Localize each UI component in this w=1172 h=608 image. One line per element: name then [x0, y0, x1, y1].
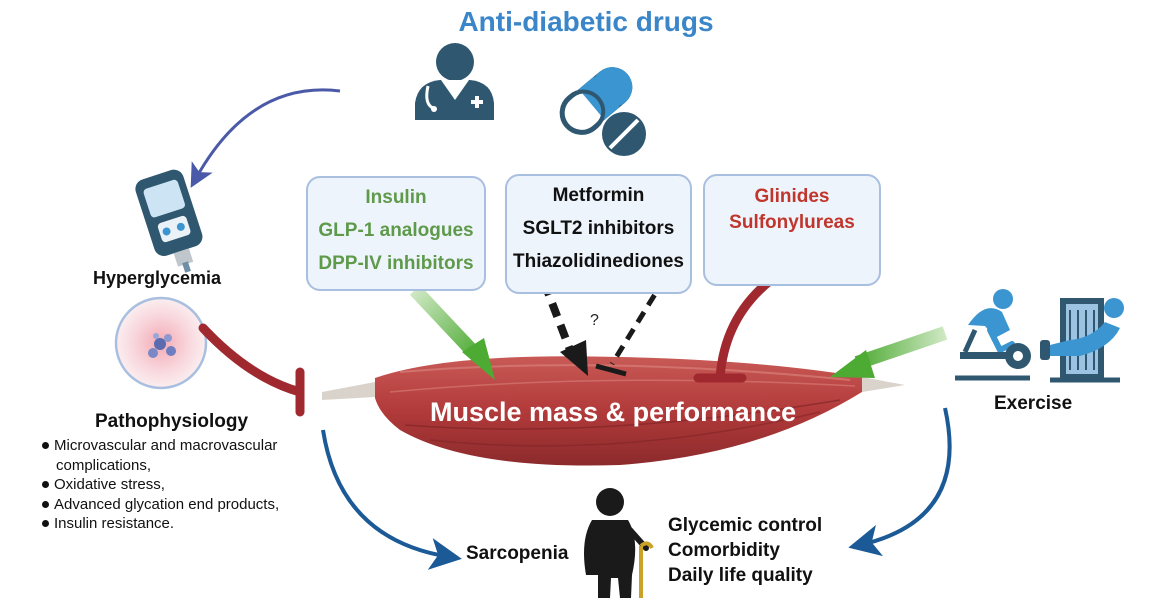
hyperglycemia-label: Hyperglycemia — [93, 268, 222, 288]
uncertain-mark: ? — [590, 312, 599, 329]
drug-box-uncertain: Metformin SGLT2 inhibitors Thiazolidined… — [505, 174, 692, 294]
exercise-arrow — [830, 326, 948, 378]
uncertain-effect-arrows — [540, 276, 668, 377]
drug-name: Sulfonylureas — [729, 212, 855, 233]
diagram-title: Anti-diabetic drugs — [458, 6, 714, 37]
list-item: complications, — [56, 456, 152, 474]
pill-icon — [559, 67, 646, 156]
elderly-person-icon — [584, 488, 654, 598]
outcomes-list: Glycemic control Comorbidity Daily life … — [668, 513, 822, 588]
outcome-item: Daily life quality — [668, 565, 813, 586]
outcomes-arrow — [848, 407, 952, 557]
drug-name: DPP-IV inhibitors — [318, 253, 474, 274]
positive-effect-arrow — [409, 285, 495, 380]
sarcopenia-arrow — [321, 429, 462, 570]
drug-name: Thiazolidinediones — [512, 251, 684, 272]
prescription-arrow — [190, 88, 341, 188]
pathophysiology-list: Microvascular and macrovascular complica… — [42, 436, 279, 534]
muscle-icon — [322, 356, 905, 466]
list-item: Oxidative stress, — [42, 475, 279, 495]
list-item: Advanced glycation end products, — [42, 495, 279, 515]
drug-name: GLP-1 analogues — [318, 220, 474, 241]
list-item: Microvascular and macrovascular — [42, 436, 279, 456]
pathophysiology-label: Pathophysiology — [95, 411, 249, 432]
muscle-label: Muscle mass & performance — [430, 397, 797, 427]
drug-name: Metformin — [552, 185, 645, 206]
outcome-item: Glycemic control — [668, 515, 823, 536]
exercise-label: Exercise — [994, 393, 1073, 414]
drug-box-negative: Glinides Sulfonylureas — [703, 174, 881, 286]
drug-name: SGLT2 inhibitors — [522, 218, 675, 239]
glucometer-icon — [135, 169, 203, 273]
exercise-bike-icon — [955, 289, 1124, 383]
drug-name: Glinides — [754, 186, 830, 207]
list-item: Insulin resistance. — [42, 514, 279, 534]
drug-name: Insulin — [365, 187, 427, 208]
sarcopenia-label: Sarcopenia — [466, 543, 569, 564]
drug-box-positive: Insulin GLP-1 analogues DPP-IV inhibitor… — [306, 176, 486, 291]
outcome-item: Comorbidity — [668, 540, 780, 561]
doctor-icon — [415, 43, 494, 120]
blood-cells-icon — [114, 296, 208, 390]
inhibition-arrow-pathophysiology — [198, 323, 305, 417]
